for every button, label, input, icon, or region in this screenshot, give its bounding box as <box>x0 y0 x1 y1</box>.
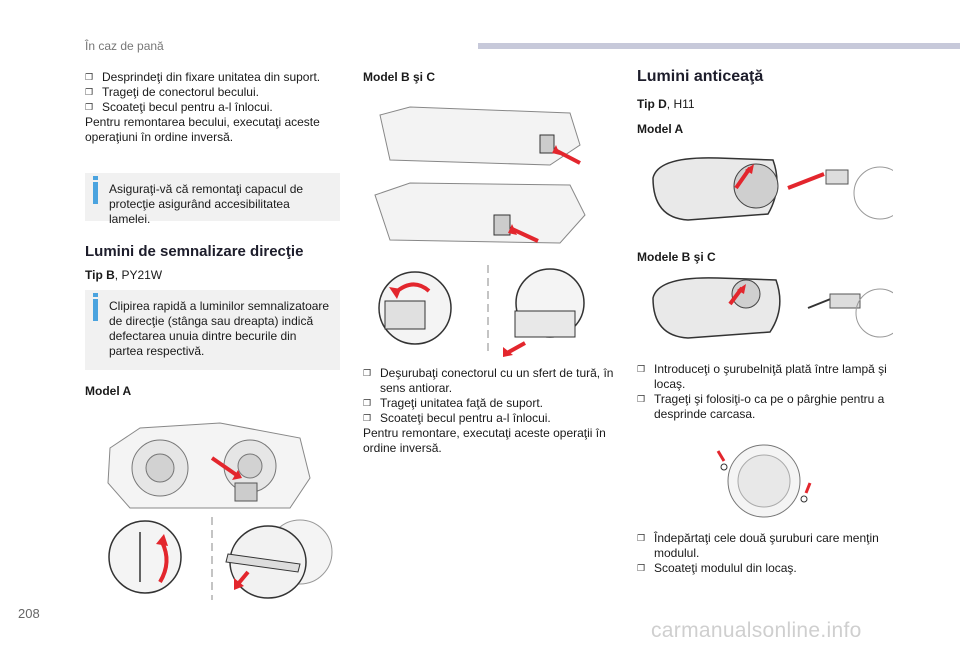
info-note: Asiguraţi-vă că remontaţi capacul de pro… <box>85 173 340 226</box>
section-heading: Lumini de semnalizare direcţie <box>85 243 304 260</box>
fog-module-illustration <box>712 441 822 521</box>
list-item: Îndepărtaţi cele două şuruburi care menţ… <box>637 531 897 561</box>
connector-illustration <box>375 263 610 358</box>
right-steps-2: Îndepărtaţi cele două şuruburi care menţ… <box>637 531 897 576</box>
tip-line: Tip B, PY21W <box>85 268 162 282</box>
list-item: Scoateţi becul pentru a-l înlocui. <box>363 411 618 426</box>
model-label: Modele B şi C <box>637 250 716 264</box>
model-label: Model A <box>85 384 132 398</box>
tip-value: , H11 <box>666 97 695 111</box>
note-text: Asiguraţi-vă că remontaţi capacul de pro… <box>109 182 304 226</box>
info-icon <box>93 176 98 204</box>
fog-lamp-illustration <box>648 268 893 350</box>
list-item: Introduceţi o şurubelniţă plată între la… <box>637 362 897 392</box>
paragraph: Pentru remontarea becului, executaţi ace… <box>85 115 320 144</box>
model-label: Model A <box>637 122 684 136</box>
headlamp-illustration <box>370 95 595 245</box>
section-header: În caz de pană <box>85 39 164 53</box>
list-item: Deşurubaţi conectorul cu un sfert de tur… <box>363 366 618 396</box>
headlamp-illustration <box>100 408 320 513</box>
paragraph: Pentru remontare, executaţi aceste opera… <box>363 426 606 455</box>
cap-removal-illustration <box>100 512 345 602</box>
list-item: Desprindeţi din fixare unitatea din supo… <box>85 70 345 85</box>
middle-steps: Deşurubaţi conectorul cu un sfert de tur… <box>363 366 618 456</box>
list-item: Trageţi şi folosiţi-o ca pe o pârghie pe… <box>637 392 897 422</box>
watermark: carmanualsonline.info <box>651 619 862 642</box>
header-bar <box>478 43 960 49</box>
note-text: Clipirea rapidă a luminilor semnalizatoa… <box>109 299 330 358</box>
list-item: Trageţi unitatea faţă de suport. <box>363 396 618 411</box>
model-label: Model B şi C <box>363 70 436 84</box>
info-note: Clipirea rapidă a luminilor semnalizatoa… <box>85 290 340 370</box>
tip-label: Tip B <box>85 268 115 282</box>
section-heading: Lumini anticeaţă <box>637 68 764 85</box>
left-steps: Desprindeţi din fixare unitatea din supo… <box>85 70 345 145</box>
page-number: 208 <box>18 606 40 621</box>
tip-value: , PY21W <box>114 268 163 282</box>
right-steps-1: Introduceţi o şurubelniţă plată între la… <box>637 362 897 422</box>
list-item: Trageţi de conectorul becului. <box>85 85 345 100</box>
tip-line: Tip D, H11 <box>637 97 695 111</box>
info-icon <box>93 293 98 321</box>
tip-label: Tip D <box>637 97 667 111</box>
list-item: Scoateţi modulul din locaş. <box>637 561 897 576</box>
list-item: Scoateţi becul pentru a-l înlocui. <box>85 100 345 115</box>
fog-lamp-illustration <box>648 148 893 240</box>
